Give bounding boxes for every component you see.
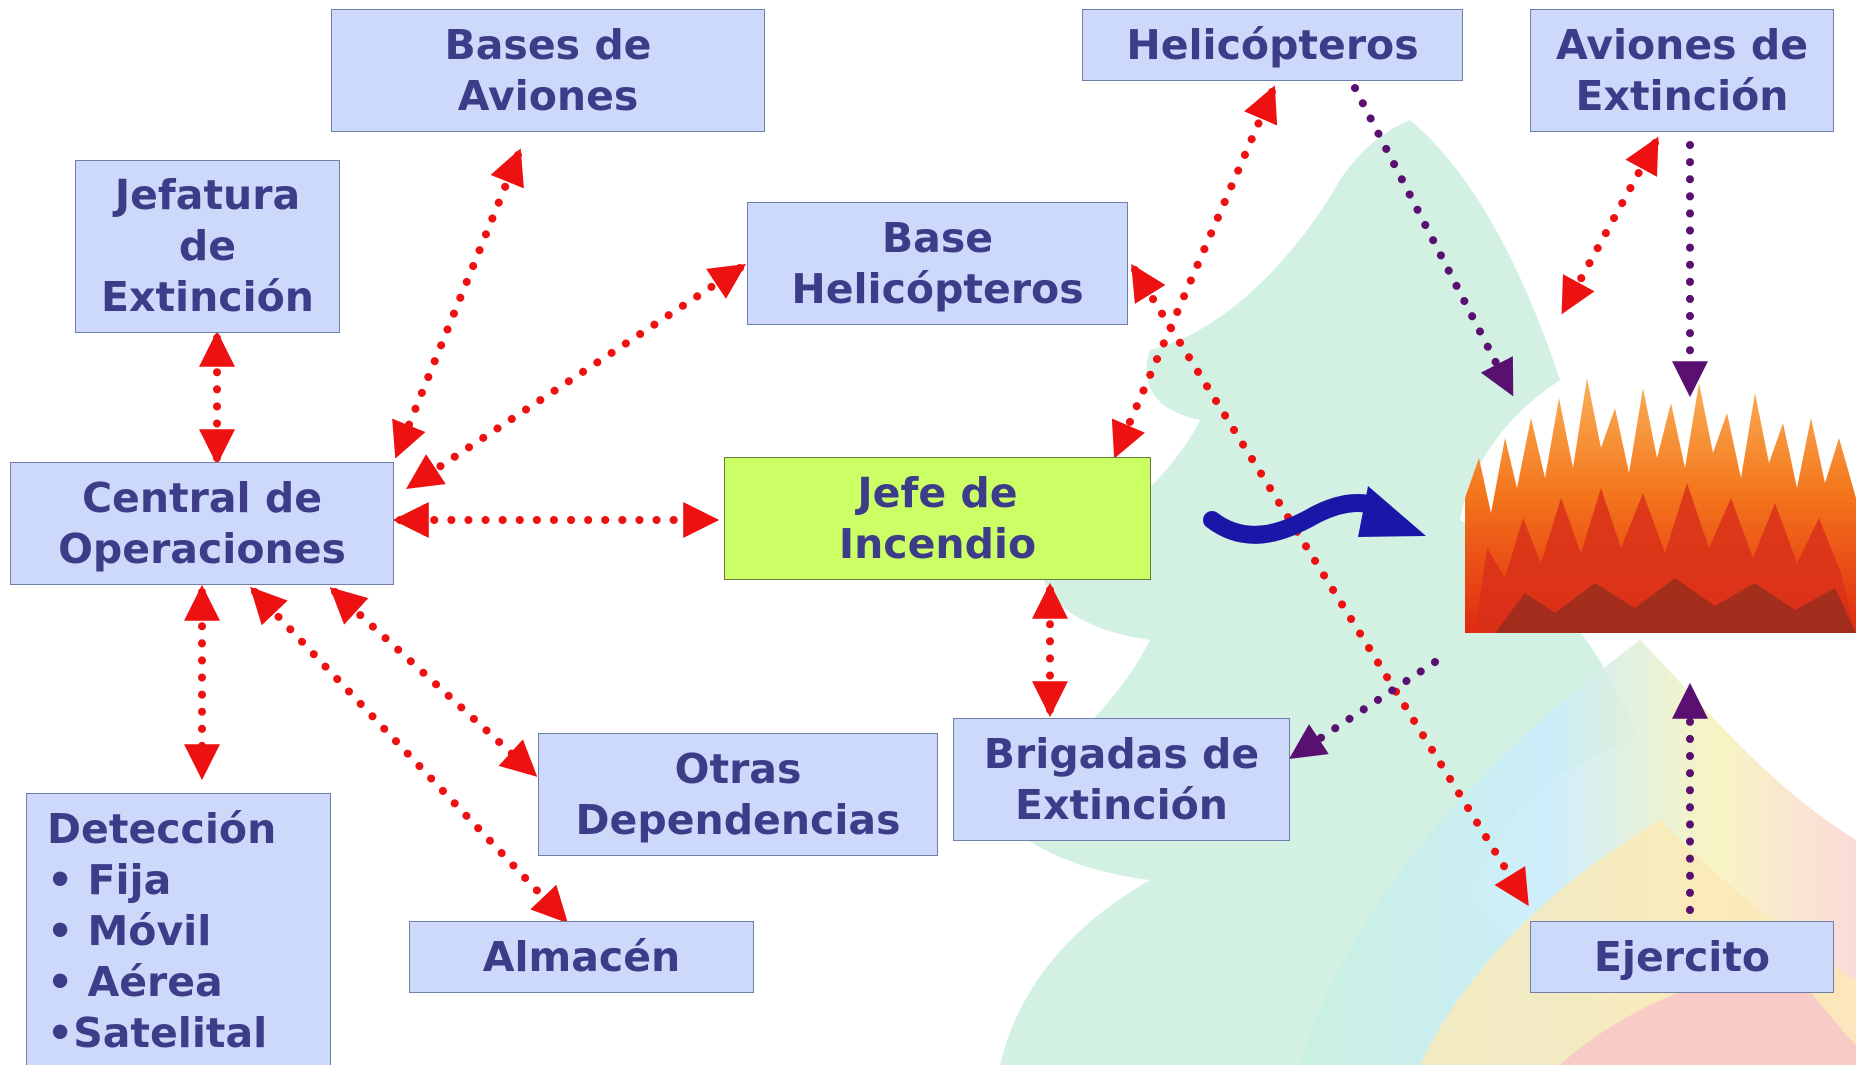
list-item: • Fija: [47, 856, 172, 904]
node-label: Jefe de: [857, 468, 1018, 517]
node-label: Incendio: [838, 519, 1037, 568]
node-label: Ejercito: [1593, 932, 1771, 981]
connector-helicopteros-jefe: [1111, 85, 1278, 459]
node-label: Extinción: [100, 273, 314, 321]
node-label: Dependencias: [575, 795, 901, 844]
node-label: Helicópteros: [1126, 20, 1419, 69]
node-helicopteros: Helicópteros: [1082, 9, 1463, 81]
connector-fuego-brigadas: [1289, 658, 1439, 759]
node-label: Operaciones: [58, 524, 346, 573]
node-almacen: Almacén: [409, 921, 754, 993]
list-item: •Satelital: [47, 1009, 268, 1057]
node-label: Helicópteros: [791, 264, 1084, 313]
node-label: Bases de: [444, 20, 652, 69]
node-label: Brigadas de: [983, 729, 1260, 778]
node-otras-dependencias: Otras Dependencias: [538, 733, 938, 856]
connector-aviones-fuego: [1561, 136, 1659, 315]
node-jefe-incendio: Jefe de Incendio: [724, 457, 1151, 580]
list-item: • Móvil: [47, 907, 212, 955]
connector-helicopteros-fuego: [1351, 84, 1514, 397]
node-label: Extinción: [1014, 780, 1228, 829]
node-label: Almacén: [482, 932, 681, 981]
node-label: Detección: [47, 805, 277, 853]
node-label: Extinción: [1575, 71, 1789, 120]
node-bases-aviones: Bases de Aviones: [331, 9, 765, 132]
node-central-operaciones: Central de Operaciones: [10, 462, 394, 585]
connector-base-helicopteros-central: [405, 264, 747, 489]
curved-blue-arrow-icon: [1203, 486, 1426, 544]
node-label: Aviones: [457, 71, 639, 120]
node-label: Aviones de: [1555, 20, 1809, 69]
node-jefatura-extincion: Jefatura de Extinción: [75, 160, 340, 333]
node-label: Base: [881, 213, 994, 262]
connector-bases-aviones-central: [392, 148, 524, 459]
connector-central-otras: [329, 587, 538, 777]
node-deteccion: Detección • Fija • Móvil • Aérea •Sateli…: [26, 793, 331, 1065]
node-base-helicopteros: Base Helicópteros: [747, 202, 1128, 325]
node-aviones-extincion: Aviones de Extinción: [1530, 9, 1834, 132]
node-label: de: [178, 222, 237, 270]
node-label: Jefatura: [114, 171, 301, 219]
node-label: Otras: [674, 744, 802, 793]
fire-icon: [1465, 378, 1856, 633]
node-label: Central de: [81, 473, 323, 522]
node-brigadas-extincion: Brigadas de Extinción: [953, 718, 1290, 841]
node-ejercito: Ejercito: [1530, 921, 1834, 993]
connector-base-helicopteros-ejercito: [1131, 263, 1529, 907]
list-item: • Aérea: [47, 958, 223, 1006]
